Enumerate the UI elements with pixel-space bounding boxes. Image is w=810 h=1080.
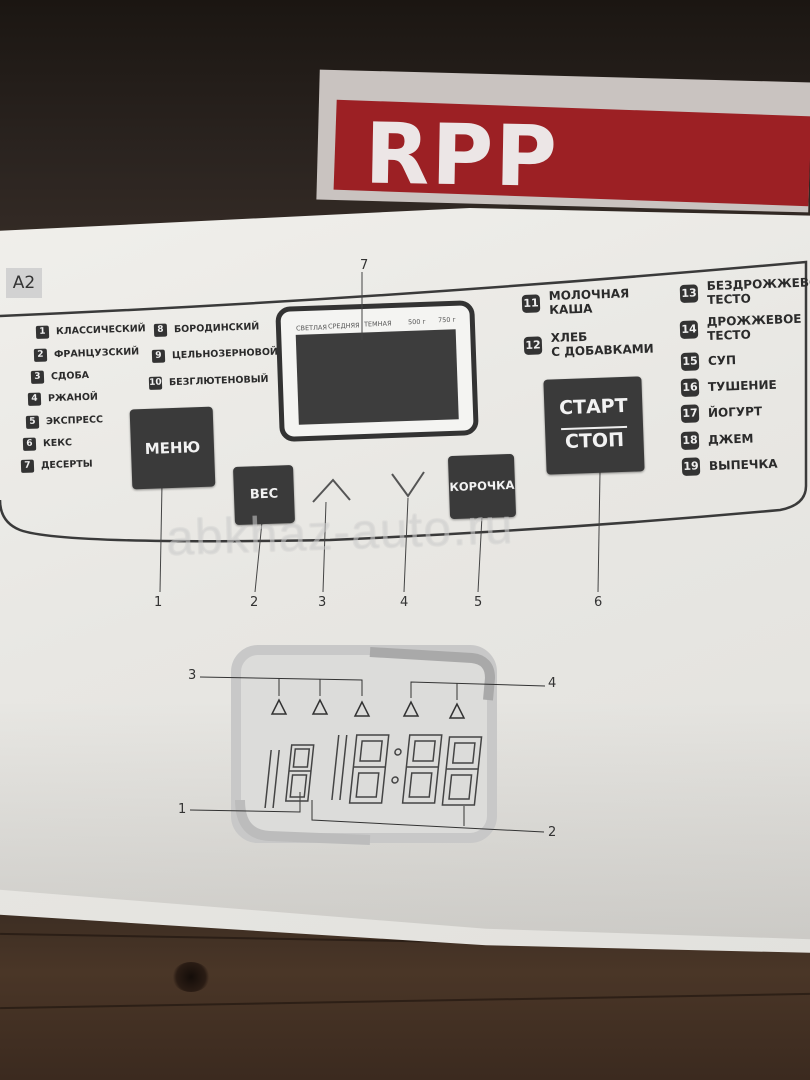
lcd-digit <box>348 734 390 804</box>
callout-number: 7 <box>360 258 369 273</box>
callout-number: 6 <box>594 595 603 610</box>
callout-number: 3 <box>318 595 327 610</box>
indicator-triangle <box>353 700 371 717</box>
indicator-triangle <box>270 698 288 715</box>
lcd-label-dark: ТЕМНАЯ <box>363 319 392 329</box>
lcd-digit <box>284 744 315 802</box>
indicator-triangle <box>402 700 420 717</box>
control-panel-outline <box>0 260 808 543</box>
callout-number: 4 <box>400 595 409 610</box>
lcd-label-light: СВЕТЛАЯ <box>295 323 328 333</box>
lcd-label-750g: 750 г <box>437 315 457 325</box>
lcd-callout-number: 4 <box>548 676 557 691</box>
start-label: СТАРТ <box>558 394 628 420</box>
wood-knot <box>172 962 210 992</box>
control-panel-lcd <box>275 300 479 442</box>
lcd-callout-number: 3 <box>188 668 197 683</box>
lcd-callout-number: 1 <box>178 802 187 817</box>
stop-label: СТОП <box>564 428 625 454</box>
lcd-label-500g: 500 г <box>407 317 427 327</box>
lcd-digit <box>401 734 443 804</box>
down-arrow-icon <box>391 471 425 498</box>
lcd-digit <box>264 750 280 808</box>
lcd-callout-number: 2 <box>548 825 557 840</box>
watermark: abkhaz-auto.ru <box>165 497 515 567</box>
indicator-triangle <box>448 702 466 719</box>
up-arrow-icon <box>312 478 351 503</box>
callout-number: 2 <box>250 595 259 610</box>
lcd-digit <box>331 735 348 800</box>
lcd-colon-dot <box>391 776 399 784</box>
callout-number: 5 <box>474 595 483 610</box>
menu-button[interactable]: МЕНЮ <box>129 406 216 490</box>
callout-number: 1 <box>154 595 163 610</box>
start-stop-button[interactable]: СТАРТ СТОП <box>543 376 645 475</box>
lcd-label-medium: СРЕДНЯЯ <box>327 321 360 331</box>
indicator-triangle <box>311 698 329 715</box>
lcd-diagram <box>189 645 546 845</box>
model-tag: A2 <box>6 268 42 298</box>
lcd-colon-dot <box>394 748 402 756</box>
lcd-digit <box>441 736 483 806</box>
